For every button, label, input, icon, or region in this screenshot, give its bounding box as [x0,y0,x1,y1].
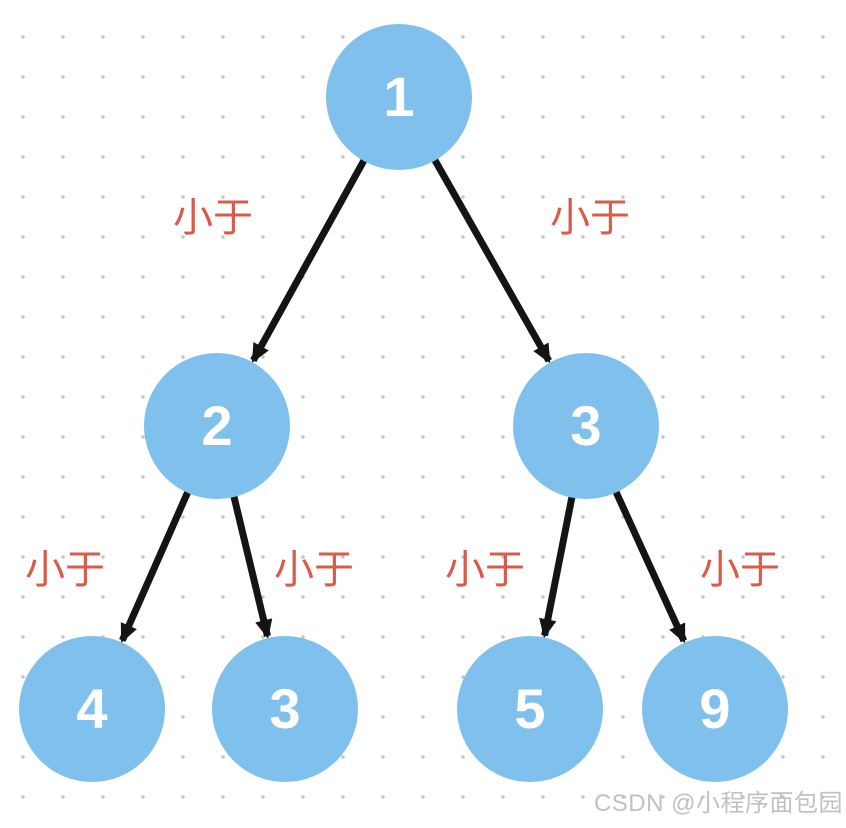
edge-label-less-than: 小于 [173,196,253,240]
watermark: CSDN @小程序面包园 [593,790,843,817]
edge-label-less-than: 小于 [550,196,630,240]
node-value: 1 [383,65,415,128]
tree-edge-arrow [119,487,193,644]
tree-node-right-left: 5 [457,636,603,782]
tree-node-root: 1 [326,24,472,170]
edge-label-less-than: 小于 [445,548,525,592]
tree-node-left-right: 3 [212,636,358,782]
edge-label-less-than: 小于 [274,548,354,592]
edge-label-less-than: 小于 [25,548,105,592]
node-value: 5 [514,677,546,740]
node-value: 3 [570,394,602,457]
tree-node-right-right: 9 [642,636,788,782]
node-value: 4 [76,677,108,740]
tree-node-right: 3 [513,353,659,499]
node-value: 3 [269,677,301,740]
tree-edge-arrow [250,155,369,363]
tree-node-left-left: 4 [19,636,165,782]
tree-node-left: 2 [144,353,290,499]
edge-label-less-than: 小于 [700,548,780,592]
tree-edge-arrow [229,492,273,639]
node-value: 9 [699,677,731,740]
tree-edge-arrow [539,493,577,639]
tree-edge-arrow [611,487,688,644]
node-value: 2 [201,394,233,457]
tree-edge-arrow [430,155,552,364]
